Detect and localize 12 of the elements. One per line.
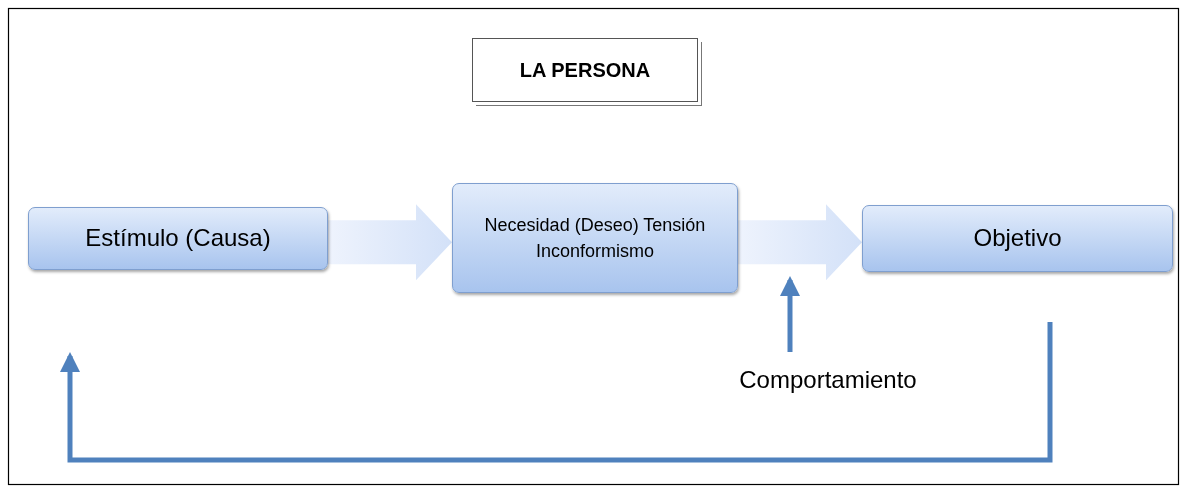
node-label: Objetivo	[973, 223, 1062, 254]
node-label: LA PERSONA	[519, 57, 651, 83]
node-label: Comportamiento	[739, 364, 917, 395]
node-label: Necesidad (Deseo) Tensión Inconformismo	[483, 213, 707, 263]
process-box	[28, 207, 328, 270]
process-box	[862, 205, 1173, 272]
arrow	[780, 276, 800, 352]
block-arrow	[738, 204, 862, 281]
arrow	[60, 322, 1053, 463]
block-arrow	[328, 204, 452, 281]
process-box	[452, 183, 738, 293]
node-label: Estímulo (Causa)	[85, 223, 271, 254]
